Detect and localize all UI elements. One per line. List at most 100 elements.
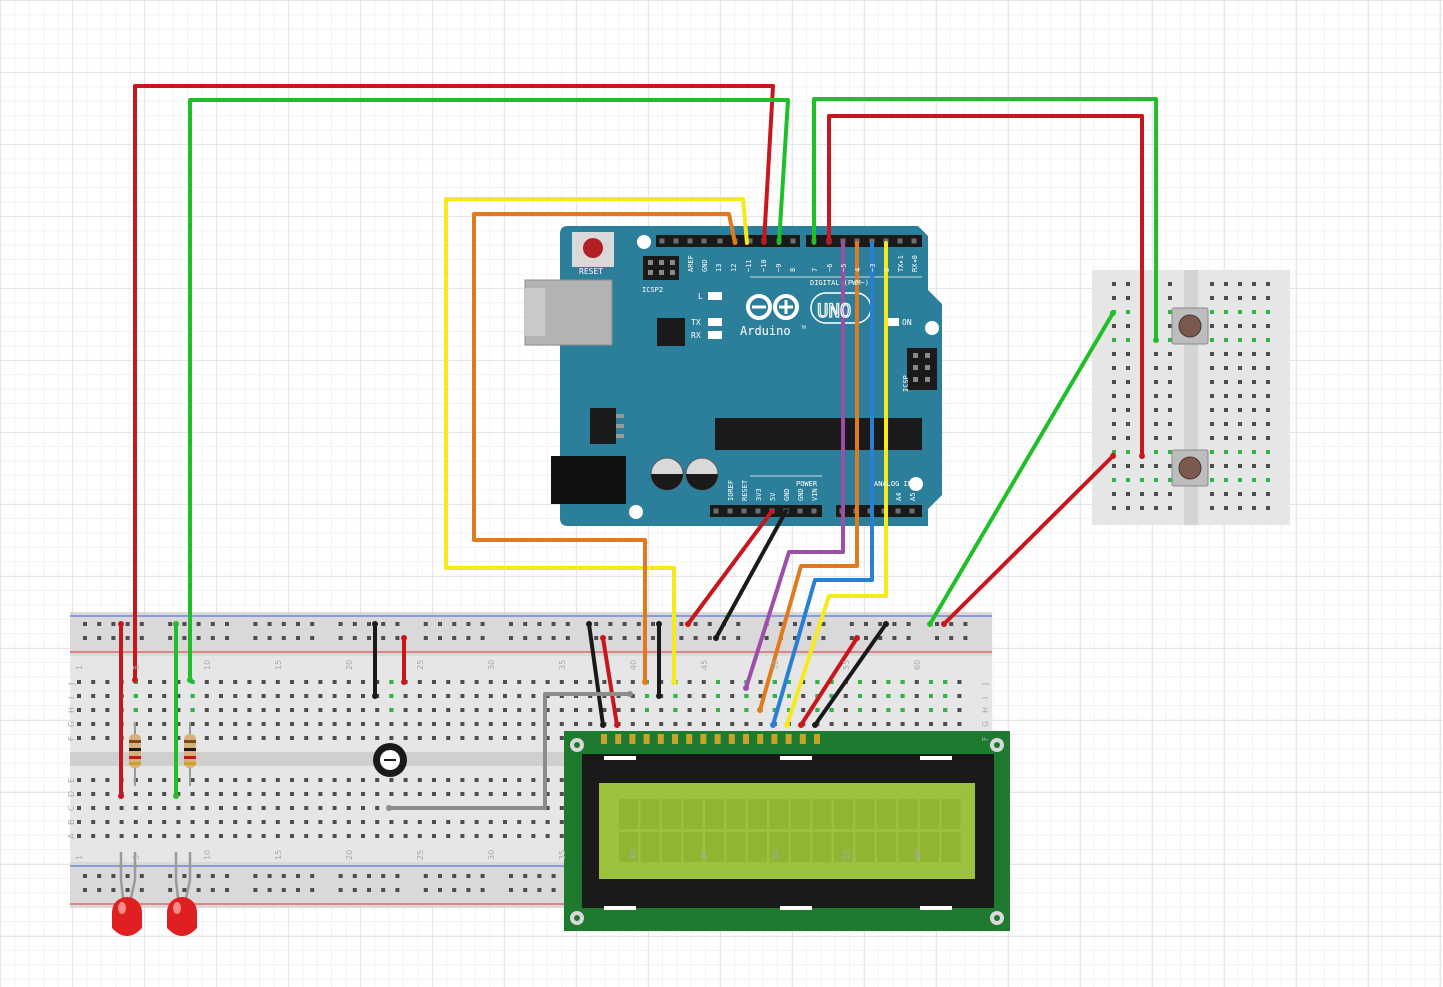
mini-hole [1126, 366, 1130, 370]
mini-hole [1112, 282, 1116, 286]
digital-pin-label: 2 [883, 268, 891, 272]
active-hole [673, 708, 678, 712]
led-rx-label: RX [691, 331, 701, 340]
rail-hole [196, 874, 201, 878]
mini-hole [1140, 478, 1144, 482]
hole [417, 736, 422, 740]
rail-hole [509, 622, 513, 626]
hole [275, 792, 280, 796]
wire-black-lcd-backlight [813, 622, 888, 727]
resistor-band [129, 756, 141, 759]
mini-hole [1252, 492, 1256, 496]
rail-hole [935, 636, 939, 640]
hole [559, 680, 564, 684]
mini-hole [1224, 408, 1228, 412]
hole [914, 722, 919, 726]
rail-hole [281, 622, 286, 626]
digital-pin-label: ~5 [840, 264, 848, 272]
hole [403, 820, 408, 824]
hole [432, 792, 436, 796]
hole [247, 834, 252, 838]
rail-hole [182, 622, 187, 626]
header-pin [911, 238, 917, 244]
voltage-regulator [590, 408, 616, 444]
column-number-bottom: 10 [203, 850, 212, 860]
rail-hole [423, 874, 428, 878]
mini-hole [1126, 324, 1130, 328]
active-hole [190, 680, 195, 684]
rail-hole [466, 622, 471, 626]
rail-hole [509, 874, 513, 878]
rail-hole [793, 622, 797, 626]
rail-hole [310, 622, 315, 626]
rail-hole [83, 874, 87, 878]
hole [375, 680, 380, 684]
wires [118, 84, 1159, 811]
top-power-rail [70, 612, 992, 656]
hole [219, 722, 223, 726]
hole [474, 820, 479, 824]
rail-hole [793, 636, 797, 640]
header-pin [687, 238, 693, 244]
wire-end [927, 621, 933, 627]
lcd-char-cell [619, 832, 638, 862]
hole [332, 722, 337, 726]
rail-hole [296, 636, 300, 640]
hole [233, 820, 238, 824]
wire-grey-contrast [387, 692, 632, 810]
row-letter: C [67, 805, 76, 811]
active-hole [645, 694, 649, 698]
wire-red-lcd-backlight [799, 636, 859, 727]
hole [488, 792, 493, 796]
hole [261, 708, 266, 712]
mini-hole [1266, 506, 1270, 510]
icsp-header [907, 348, 937, 390]
led-highlight [118, 902, 126, 914]
hole [304, 792, 309, 796]
hole [375, 736, 380, 740]
mini-hole [1266, 310, 1270, 314]
hole [77, 806, 81, 810]
rail-hole [651, 622, 655, 626]
hole [105, 722, 110, 726]
hole [488, 708, 493, 712]
rail-hole [537, 636, 542, 640]
pushbutton-cap [1178, 314, 1202, 338]
wire-end [1110, 453, 1116, 459]
rail-hole [210, 874, 215, 878]
rail-hole [97, 622, 102, 626]
mini-hole [1126, 422, 1130, 426]
mini-hole [1238, 282, 1242, 286]
hole [261, 778, 266, 782]
header-pin [659, 238, 665, 244]
resistor-band [129, 762, 141, 765]
rail-hole [267, 622, 272, 626]
hole [389, 722, 394, 726]
hole [233, 722, 238, 726]
lcd-char-cell [855, 832, 875, 862]
hole [219, 778, 223, 782]
mini-hole [1168, 296, 1172, 300]
digital-pin-label: 13 [715, 264, 723, 272]
mini-hole [1266, 436, 1270, 440]
icsp-label: ICSP [902, 375, 910, 392]
mini-hole [1112, 506, 1116, 510]
mini-hole [1210, 380, 1214, 384]
rail-hole [466, 636, 471, 640]
rail-hole [864, 622, 868, 626]
hole [446, 834, 451, 838]
mini-hole [1112, 450, 1116, 454]
rail-hole [807, 622, 812, 626]
mini-hole [1140, 506, 1144, 510]
logo-minus [752, 305, 766, 309]
hole [361, 736, 365, 740]
mini-hole [1252, 296, 1256, 300]
rail-hole [466, 888, 471, 892]
led-rx [708, 331, 722, 339]
wire-black-gnd [714, 509, 788, 640]
hole [446, 792, 451, 796]
digital-pin-label: ~10 [760, 259, 768, 272]
rail-hole [210, 888, 215, 892]
lcd-char-cell [662, 799, 681, 829]
active-hole [886, 680, 891, 684]
